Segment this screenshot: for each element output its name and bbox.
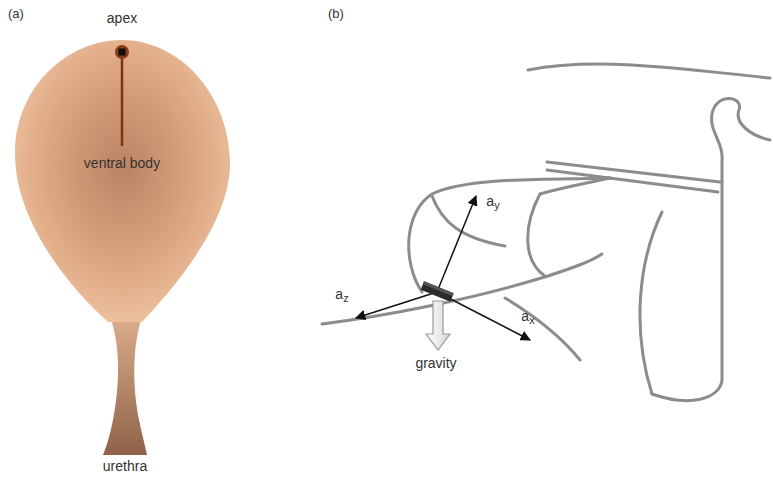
accelerometer-sensor	[421, 281, 454, 301]
apex-marker	[115, 45, 129, 59]
bladder-shape	[15, 40, 230, 322]
apex-sensor	[119, 49, 126, 56]
gravity-arrow	[426, 301, 450, 350]
vector-label: gravity	[415, 355, 456, 372]
panel-letter: (a)	[8, 6, 24, 22]
pelvis-outline	[322, 64, 770, 401]
panel-letter: (b)	[328, 6, 344, 22]
axis-label: ay	[486, 193, 499, 212]
part-label: apex	[107, 10, 137, 27]
apex-line	[121, 52, 124, 146]
part-label: ventral body	[84, 155, 160, 172]
axis-label: az	[335, 286, 348, 305]
urethra-shape	[103, 316, 147, 455]
axis-label: ax	[521, 308, 534, 327]
part-label: urethra	[103, 458, 147, 475]
